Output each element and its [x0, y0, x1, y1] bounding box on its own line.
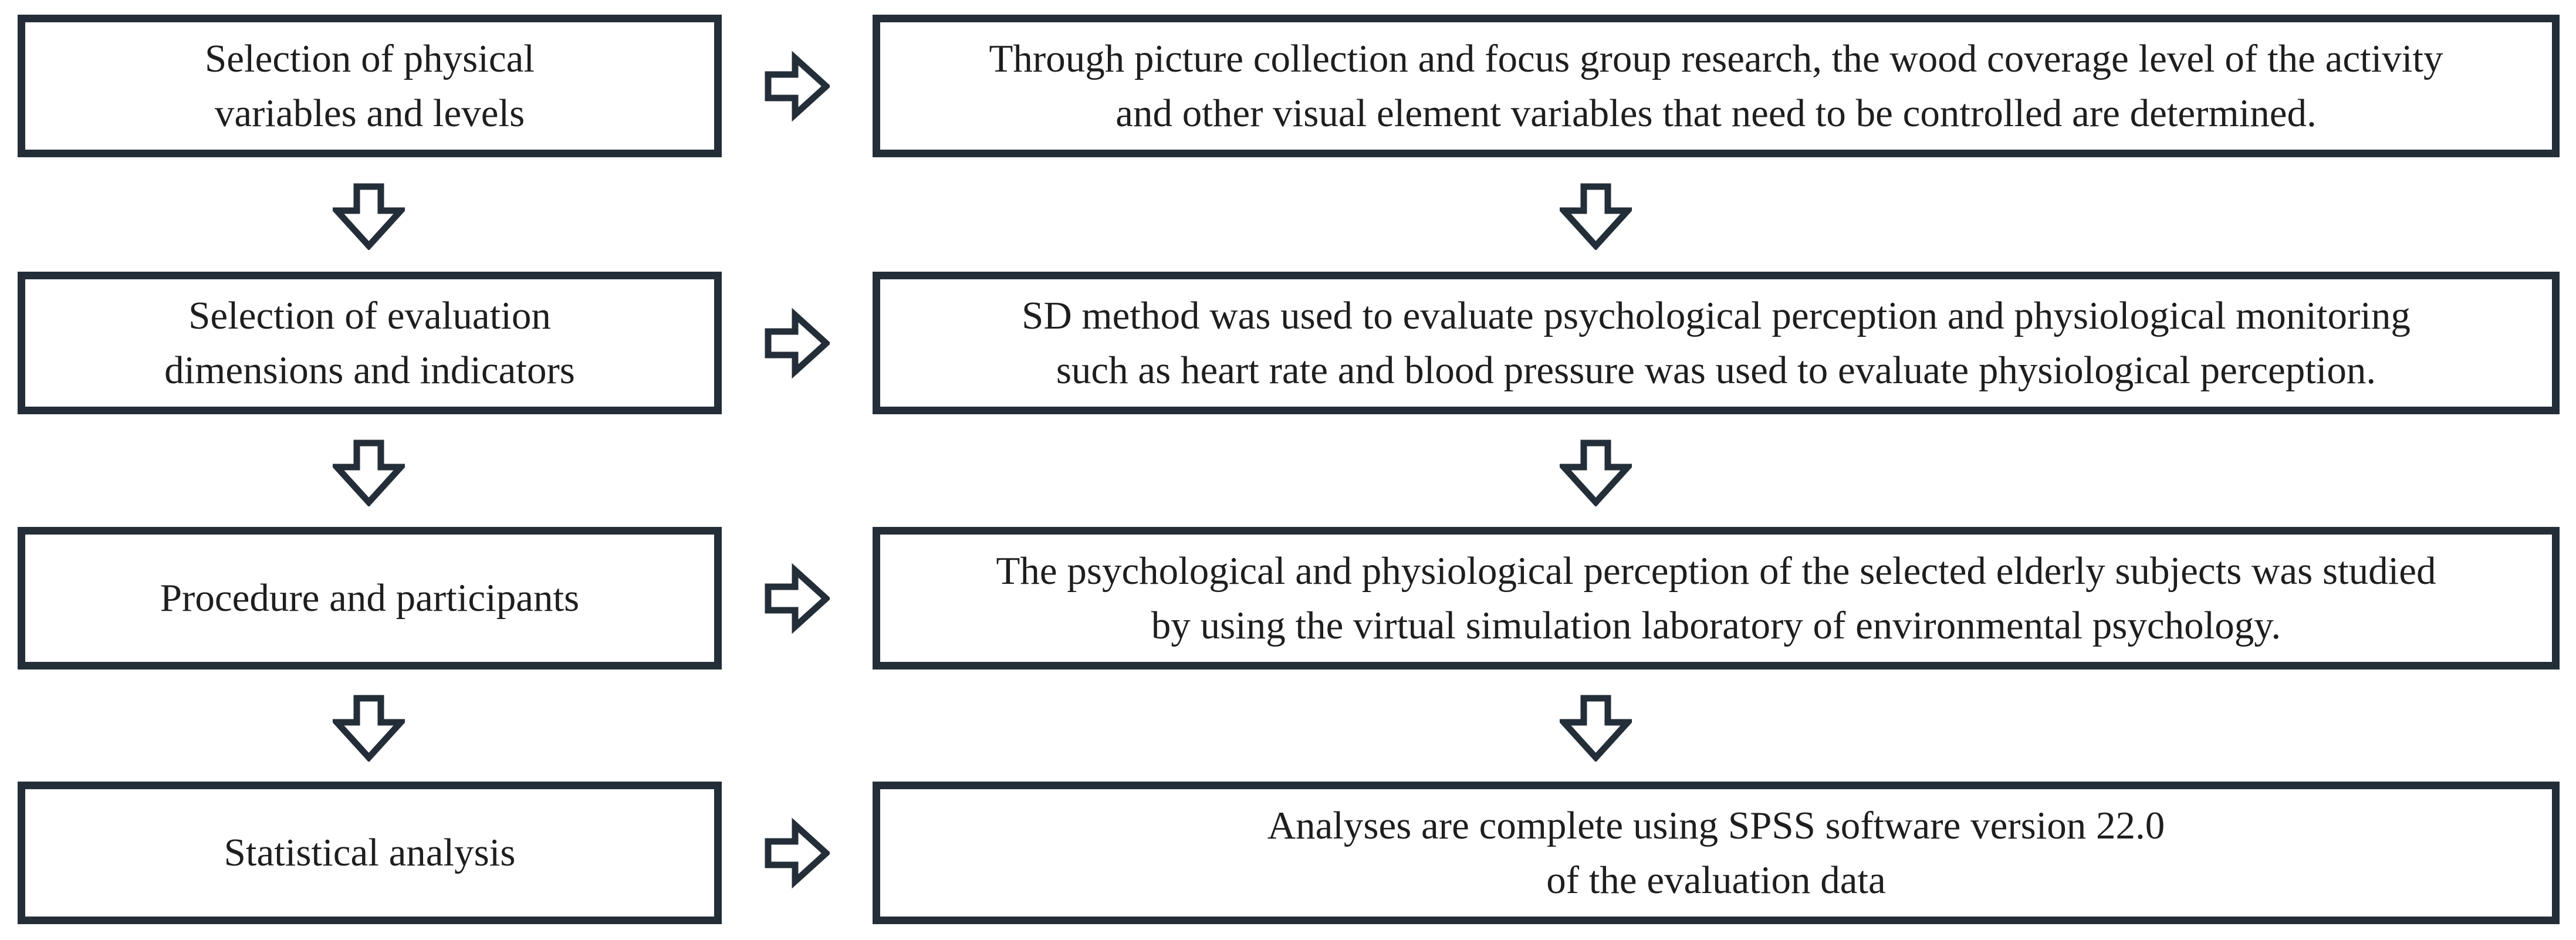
detail-text-line: and other visual element variables that …: [1115, 91, 2317, 135]
block-arrow-down-icon: [333, 695, 405, 762]
block-arrow-down-icon: [333, 439, 405, 506]
detail-text-line: by using the virtual simulation laborato…: [1151, 603, 2281, 647]
block-arrow-down-icon: [1560, 695, 1632, 762]
block-arrow-right-icon: [765, 817, 830, 889]
detail-text-line: The psychological and physiological perc…: [996, 549, 2436, 593]
block-arrow-right-icon: [765, 563, 830, 634]
step-box-statistical-analysis: Statistical analysis: [18, 782, 722, 924]
block-arrow-down-icon: [333, 183, 405, 250]
block-arrow-right-icon: [765, 50, 830, 122]
detail-text-line: of the evaluation data: [1546, 858, 1886, 902]
detail-box-spss-analysis: Analyses are complete using SPSS softwar…: [873, 782, 2560, 924]
block-arrow-down-icon: [1560, 439, 1632, 506]
detail-box-wood-coverage: Through picture collection and focus gro…: [873, 15, 2560, 157]
step-text-line: Statistical analysis: [224, 831, 516, 874]
step-text-line: variables and levels: [214, 91, 525, 135]
step-text-line: Procedure and participants: [160, 576, 580, 620]
step-box-procedure-participants: Procedure and participants: [18, 527, 722, 670]
detail-text-line: SD method was used to evaluate psycholog…: [1022, 293, 2411, 337]
detail-text-line: Through picture collection and focus gro…: [989, 36, 2443, 80]
detail-text-line: such as heart rate and blood pressure wa…: [1056, 348, 2376, 392]
step-text-line: Selection of physical: [205, 36, 535, 80]
step-box-selection-physical: Selection of physical variables and leve…: [18, 15, 722, 157]
detail-box-virtual-simulation: The psychological and physiological perc…: [873, 527, 2560, 670]
detail-box-sd-method: SD method was used to evaluate psycholog…: [873, 272, 2560, 414]
step-box-selection-evaluation: Selection of evaluation dimensions and i…: [18, 272, 722, 414]
detail-text-line: Analyses are complete using SPSS softwar…: [1267, 803, 2165, 847]
block-arrow-right-icon: [765, 307, 830, 379]
block-arrow-down-icon: [1560, 183, 1632, 250]
step-text-line: dimensions and indicators: [164, 348, 575, 392]
step-text-line: Selection of evaluation: [188, 293, 551, 337]
